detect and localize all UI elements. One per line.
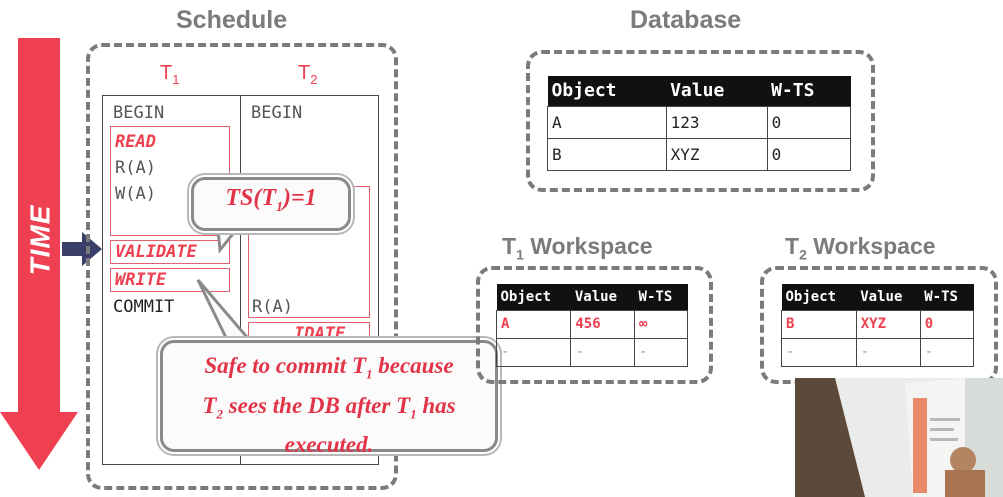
t1-column-header: T1 <box>160 62 180 87</box>
t2-ws-cell: B <box>781 309 857 339</box>
t2-ws-header-value: Value <box>856 284 921 310</box>
t1-commit: COMMIT <box>113 297 175 317</box>
database-header-value: Value <box>666 76 768 106</box>
t1-read-a: R(A) <box>115 158 156 178</box>
t1-ws-cell: - <box>495 337 572 367</box>
ts-callout <box>191 177 351 231</box>
t1-ws-cell: ∞ <box>634 309 688 339</box>
database-cell: 0 <box>766 137 852 171</box>
t2-begin: BEGIN <box>251 103 303 123</box>
database-cell: A <box>547 105 667 139</box>
t1-write-a: W(A) <box>115 184 156 204</box>
t2-workspace-title: T2 Workspace <box>785 233 936 263</box>
t2-ws-header-object: Object <box>781 284 857 310</box>
current-step-pointer-shaft <box>62 242 84 256</box>
database-cell: 0 <box>766 105 852 139</box>
time-arrow-shaft <box>18 38 60 418</box>
t1-write-phase: WRITE <box>115 270 167 290</box>
t1-workspace-title: T1 Workspace <box>502 233 653 263</box>
t1-ws-cell: - <box>570 337 636 367</box>
ts-callout-tail <box>216 228 240 254</box>
t1-ws-cell: - <box>634 337 688 367</box>
t2-ws-cell: - <box>781 337 857 367</box>
database-frame <box>526 50 875 192</box>
t1-validate-frame <box>110 240 230 264</box>
database-table: Object Value W-TS A 123 0 B XYZ 0 <box>547 76 852 171</box>
t2-validate: IDATE <box>294 324 346 344</box>
speaker-video-image <box>795 378 1003 497</box>
table-row: B XYZ 0 <box>547 137 852 171</box>
ts-callout-text: TS(T1)=1 <box>225 185 317 215</box>
t1-workspace-table: Object Value W-TS A 456 ∞ - - - <box>495 284 688 367</box>
database-header-object: Object <box>547 76 667 106</box>
t1-write-frame <box>110 268 230 292</box>
t1-ws-header-value: Value <box>570 284 635 310</box>
t2-ws-header-wts: W-TS <box>920 284 974 310</box>
table-row: B XYZ 0 <box>781 309 975 339</box>
database-cell: 123 <box>665 105 768 139</box>
table-row: - - - <box>495 337 688 367</box>
t1-ws-cell: A <box>495 309 572 339</box>
t1-begin: BEGIN <box>113 103 165 123</box>
t2-ws-cell: - <box>855 337 921 367</box>
t1-workspace-frame <box>476 266 713 384</box>
schedule-column-divider <box>240 95 241 465</box>
t2-ws-cell: XYZ <box>855 309 921 339</box>
speaker-video-inset <box>795 378 1003 497</box>
schedule-title: Schedule <box>176 6 288 34</box>
t2-workspace-table: Object Value W-TS B XYZ 0 - - - <box>781 284 975 367</box>
t1-validate: VALIDATE <box>115 242 197 262</box>
database-cell: XYZ <box>665 137 768 171</box>
t1-ws-header-wts: W-TS <box>634 284 688 310</box>
time-arrow-head <box>0 412 78 470</box>
database-title: Database <box>630 6 742 34</box>
t1-ws-header-object: Object <box>496 284 571 310</box>
database-cell: B <box>547 137 667 171</box>
table-row: A 123 0 <box>547 105 852 139</box>
t2-ws-cell: - <box>919 337 975 367</box>
schedule-frame <box>86 43 398 490</box>
t1-read-phase: READ <box>115 132 156 152</box>
commit-callout <box>160 340 498 452</box>
commit-callout-text: Safe to commit T1 because T2 sees the DB… <box>202 353 456 458</box>
table-row: - - - <box>781 337 975 367</box>
database-header-wts: W-TS <box>767 76 851 106</box>
t2-read-a: R(A) <box>252 297 293 317</box>
t2-ws-cell: 0 <box>919 309 975 339</box>
table-row: A 456 ∞ <box>495 309 688 339</box>
t2-column-header: T2 <box>298 62 318 87</box>
t1-ws-cell: 456 <box>570 309 636 339</box>
